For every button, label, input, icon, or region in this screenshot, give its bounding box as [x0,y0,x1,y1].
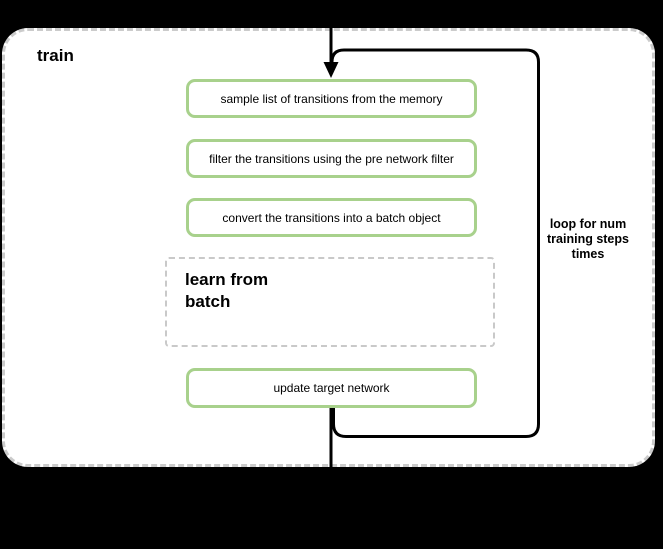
loop-boundary [330,48,540,438]
step-filter-transitions: filter the transitions using the pre net… [186,139,477,178]
train-label: train [37,46,74,65]
loop-annotation: loop for num training steps times [547,217,629,261]
step-update-target-network: update target network [186,368,477,408]
subprocess-label: learn from batch [185,270,269,311]
subprocess-learn-from-batch: learn from batch [165,257,495,347]
arrowhead-icon [323,62,339,78]
step-sample-transitions: sample list of transitions from the memo… [186,79,477,118]
step-convert-batch: convert the transitions into a batch obj… [186,198,477,237]
